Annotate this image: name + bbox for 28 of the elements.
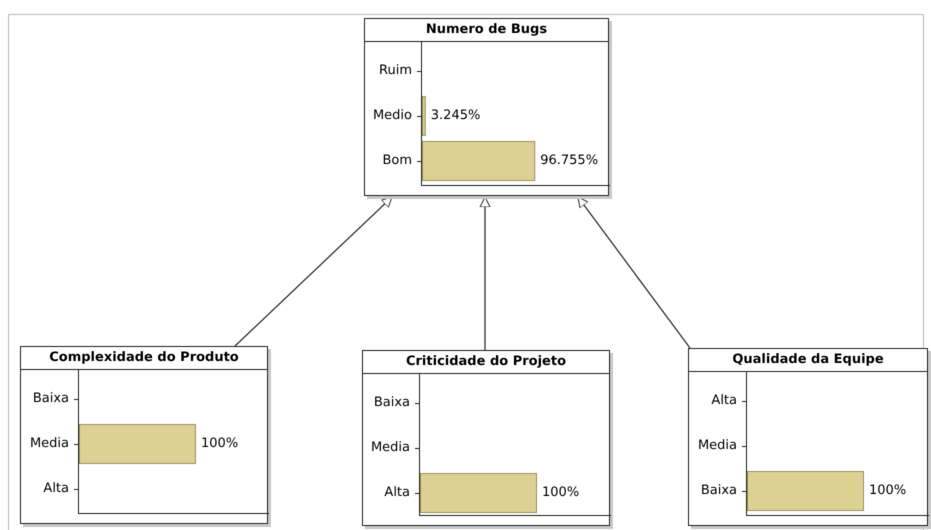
- value-label: 96.755%: [540, 153, 598, 169]
- state-label: Media: [370, 440, 410, 456]
- node-title: Qualidade da Equipe: [689, 349, 927, 372]
- arrow: [480, 196, 490, 350]
- network-node-card: [362, 350, 610, 526]
- arrow: [234, 196, 392, 346]
- state-label: Bom: [382, 153, 412, 169]
- arrow: [577, 196, 691, 348]
- state-label: Medio: [372, 108, 412, 124]
- state-label: Alta: [711, 393, 737, 409]
- state-label: Alta: [43, 481, 69, 497]
- network-node-card: [688, 348, 928, 526]
- value-label: 100%: [869, 483, 906, 499]
- state-label: Baixa: [32, 391, 69, 407]
- state-label: Alta: [384, 485, 410, 501]
- value-label: 100%: [201, 436, 238, 452]
- network-node-card: [20, 346, 268, 524]
- value-label: 100%: [542, 485, 580, 501]
- state-label: Media: [30, 436, 69, 452]
- node-title: Numero de Bugs: [365, 19, 608, 42]
- state-label: Ruim: [379, 63, 412, 79]
- state-label: Baixa: [374, 395, 410, 411]
- state-label: Media: [698, 438, 737, 454]
- node-title: Criticidade do Projeto: [363, 351, 609, 374]
- node-title: Complexidade do Produto: [21, 347, 267, 370]
- network-node-card: [364, 18, 609, 196]
- value-label: 3.245%: [430, 108, 480, 124]
- state-label: Baixa: [700, 483, 737, 499]
